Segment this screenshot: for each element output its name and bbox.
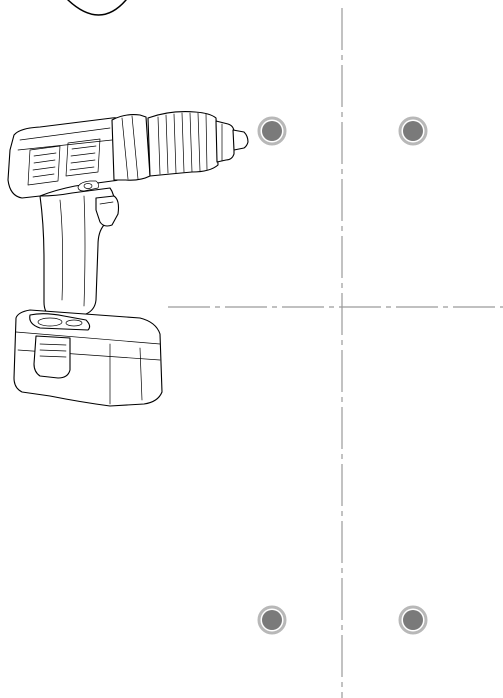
hole-marker-top-left [257,116,287,146]
hole-marker-top-right [398,116,428,146]
hole-markers [257,116,428,635]
hole-marker-bottom-right [398,605,428,635]
hole-marker-bottom-left [257,605,287,635]
center-lines [168,8,503,698]
drill-illustration [7,111,249,407]
corner-badge [67,0,127,16]
